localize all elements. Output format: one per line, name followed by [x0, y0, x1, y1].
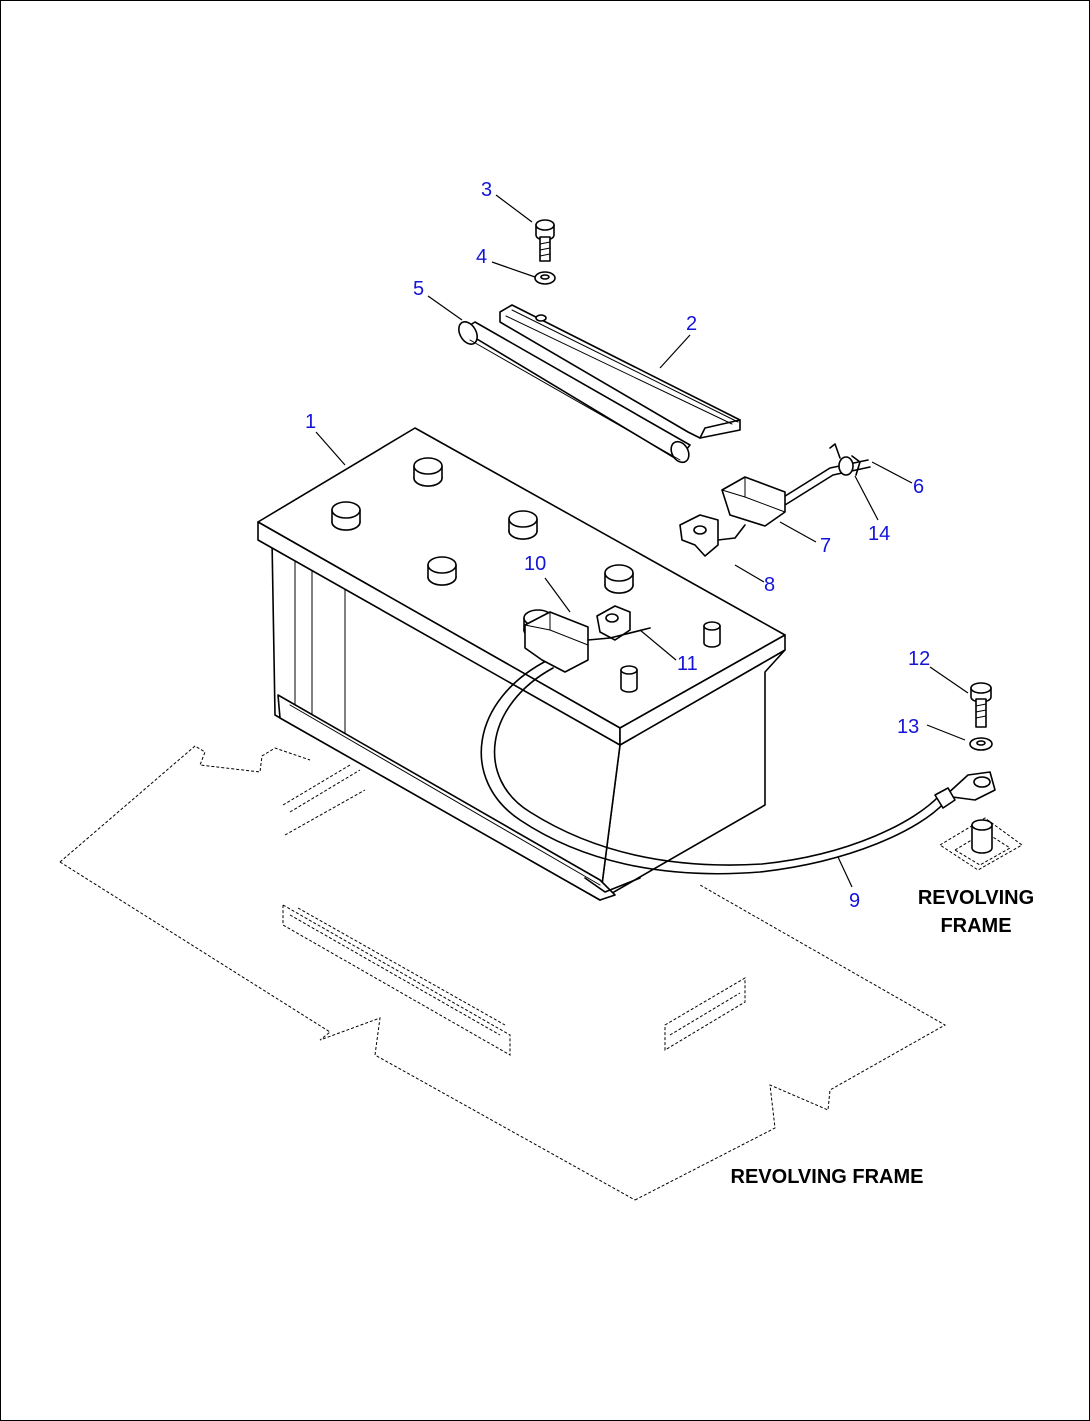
frame-labels: REVOLVING FRAME REVOLVING FRAME [731, 887, 1035, 1188]
callout-13: 13 [897, 716, 919, 738]
callout-5: 5 [413, 278, 424, 300]
callout-8: 8 [764, 574, 775, 596]
washer-13 [969, 737, 993, 751]
leader-lines [315, 194, 969, 888]
terminal-posts [620, 621, 721, 693]
cap-5 [604, 564, 634, 594]
revolving-frame-floor [59, 745, 1023, 1201]
bracket [499, 304, 741, 439]
cushion-rod [458, 321, 691, 464]
bolt-3 [535, 219, 555, 262]
callout-10: 10 [524, 553, 546, 575]
callout-7: 7 [820, 535, 831, 557]
revolving-frame-label-right-line1: REVOLVING [918, 887, 1034, 909]
callout-14: 14 [868, 523, 890, 545]
callout-numbers: 1 2 3 4 5 6 7 8 9 10 11 12 13 14 [305, 179, 930, 912]
cap-4 [427, 556, 457, 586]
revolving-frame-label-right-line2: FRAME [940, 915, 1011, 937]
cable-9-assembly [480, 605, 996, 875]
callout-12: 12 [908, 648, 930, 670]
cap-2 [331, 501, 361, 531]
callout-11: 11 [677, 653, 698, 675]
callout-3: 3 [481, 179, 492, 201]
washer-4 [534, 271, 556, 285]
callout-4: 4 [476, 246, 487, 268]
callout-9: 9 [849, 890, 860, 912]
revolving-frame-label-bottom: REVOLVING FRAME [731, 1166, 924, 1188]
battery [257, 427, 786, 901]
cap-3 [508, 510, 538, 540]
cap-1 [413, 457, 443, 487]
callout-1: 1 [305, 411, 316, 433]
mount-boss [971, 819, 993, 854]
callout-2: 2 [686, 313, 697, 335]
bolt-12 [970, 682, 992, 728]
callout-6: 6 [913, 476, 924, 498]
cable-8-assembly [679, 443, 871, 557]
